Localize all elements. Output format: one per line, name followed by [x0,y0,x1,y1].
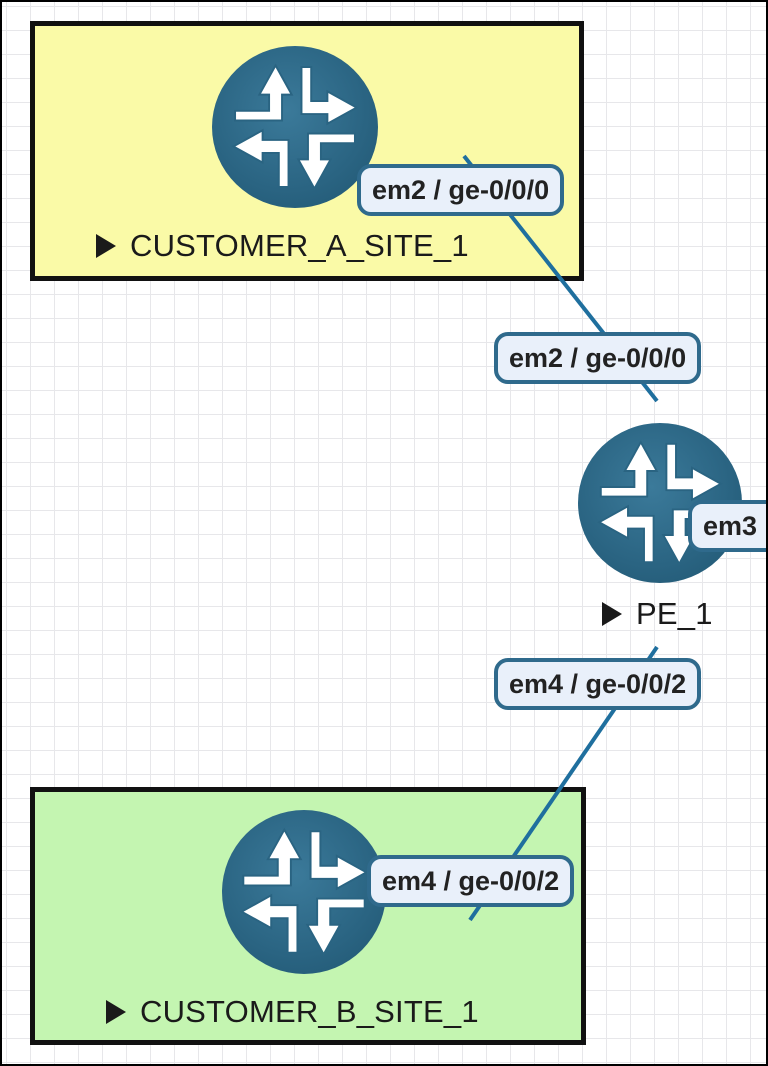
interface-label-customer-b[interactable]: em4 / ge-0/0/2 [367,855,575,907]
interface-label-customer-a[interactable]: em2 / ge-0/0/0 [357,164,565,216]
node-label-pe-1[interactable]: PE_1 [602,596,713,632]
expand-triangle-icon[interactable] [602,602,622,626]
interface-label-pe-right[interactable]: em3 [688,500,766,552]
router-icon[interactable] [212,46,378,208]
router-arrows-icon [231,63,359,191]
interface-label-pe-top[interactable]: em2 / ge-0/0/0 [494,332,702,384]
node-label-customer-b[interactable]: CUSTOMER_B_SITE_1 [106,994,479,1030]
expand-triangle-icon[interactable] [96,234,116,258]
expand-triangle-icon[interactable] [106,1000,126,1024]
node-label-text: CUSTOMER_A_SITE_1 [130,228,469,263]
node-label-text: PE_1 [636,596,713,631]
interface-label-pe-bottom[interactable]: em4 / ge-0/0/2 [494,658,702,710]
node-label-text: CUSTOMER_B_SITE_1 [140,994,479,1029]
router-icon[interactable] [222,810,386,974]
router-arrows-icon [239,827,369,957]
node-label-customer-a[interactable]: CUSTOMER_A_SITE_1 [96,228,469,264]
